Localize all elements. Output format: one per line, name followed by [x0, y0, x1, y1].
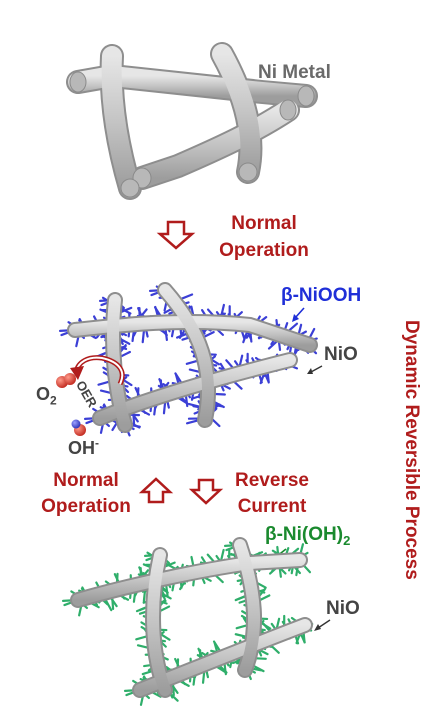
o2-label: O2	[36, 384, 57, 408]
oh-label-sup: -	[95, 436, 99, 450]
reverse-current-label: Reverse Current	[226, 468, 318, 520]
normal-operation-left-line-2: Operation	[41, 496, 131, 517]
oh-molecule-icon	[71, 419, 86, 436]
beta-niooh-label: β-NiOOH	[281, 285, 362, 306]
beta-nioh2-label: β-Ni(OH)2	[265, 524, 350, 548]
o2-label-sub: 2	[50, 393, 57, 408]
oh-label-main: OH	[68, 438, 95, 458]
normal-operation-top-label: Normal Operation	[210, 210, 318, 264]
oh-label: OH-	[68, 436, 99, 459]
normal-operation-top-line-1: Normal	[231, 213, 297, 234]
nio-top-label: NiO	[324, 344, 358, 365]
nio-bottom-label: NiO	[326, 598, 360, 619]
beta-nioh2-sub: 2	[343, 532, 351, 548]
nioh2-coated-mesh	[61, 537, 314, 706]
normal-operation-left-line-1: Normal	[53, 470, 119, 491]
normal-operation-left-label: Normal Operation	[30, 468, 142, 520]
ni-metal-mesh	[66, 42, 318, 200]
beta-nioh2-main: β-Ni(OH)	[265, 524, 344, 545]
oer-cycle	[56, 355, 125, 436]
o2-molecule-icon	[56, 373, 76, 388]
o2-label-main: O	[36, 384, 51, 404]
dynamic-reversible-process-label: Dynamic Reversible Process	[401, 320, 422, 580]
reverse-current-line-1: Reverse	[235, 470, 309, 491]
ni-metal-label: Ni Metal	[258, 62, 331, 83]
niooh-coated-mesh	[58, 282, 318, 437]
arrow-down-icon	[188, 478, 224, 505]
reverse-current-line-2: Current	[237, 496, 307, 517]
arrow-down-icon	[156, 220, 196, 250]
arrow-up-icon	[138, 477, 174, 504]
normal-operation-top-line-2: Operation	[219, 240, 309, 261]
